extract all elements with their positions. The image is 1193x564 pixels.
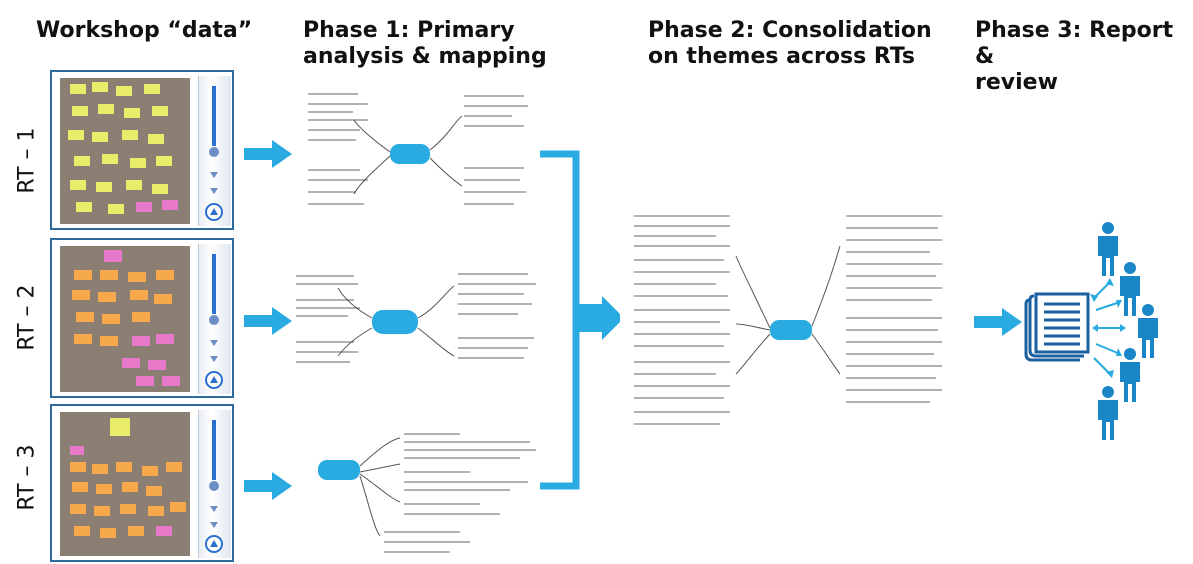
workshop-photo-rt1 (50, 70, 234, 230)
report-icon (1024, 292, 1090, 362)
arrow-right-icon (244, 307, 292, 335)
arrow-right-icon (244, 140, 292, 168)
workshop-photo-rt3 (50, 404, 234, 562)
scroll-controls (205, 86, 223, 221)
header-phase-3: Phase 3: Report & review (975, 18, 1174, 95)
arrow-right-icon (244, 472, 292, 500)
mind-map-rt1 (308, 93, 528, 205)
header-workshop-data: Workshop “data” (36, 18, 253, 43)
person-icon (1120, 262, 1140, 316)
sticky-notes-rt2 (72, 250, 180, 386)
person-icon (1138, 304, 1158, 358)
mind-map-rt2 (296, 273, 536, 363)
mind-map-rt3 (318, 433, 536, 553)
double-arrow-icon (1090, 278, 1126, 378)
consolidated-mind-map (620, 206, 950, 440)
row-label-rt3: RT – 3 (14, 444, 40, 511)
sticky-notes-rt3 (70, 418, 186, 538)
person-icon (1120, 348, 1140, 402)
row-label-rt1: RT – 1 (14, 127, 40, 194)
sticky-notes-rt1 (68, 82, 178, 214)
arrow-right-icon (974, 308, 1022, 336)
paper-background (60, 78, 190, 224)
scroll-controls (205, 254, 223, 389)
person-icon (1098, 222, 1118, 276)
workshop-photo-rt2 (50, 238, 234, 398)
header-phase-1: Phase 1: Primary analysis & mapping (303, 18, 547, 69)
row-label-rt2: RT – 2 (14, 284, 40, 351)
scroll-controls (205, 420, 223, 553)
person-icon (1098, 386, 1118, 440)
header-phase-2: Phase 2: Consolidation on themes across … (648, 18, 932, 69)
bracket-icon (540, 150, 624, 490)
